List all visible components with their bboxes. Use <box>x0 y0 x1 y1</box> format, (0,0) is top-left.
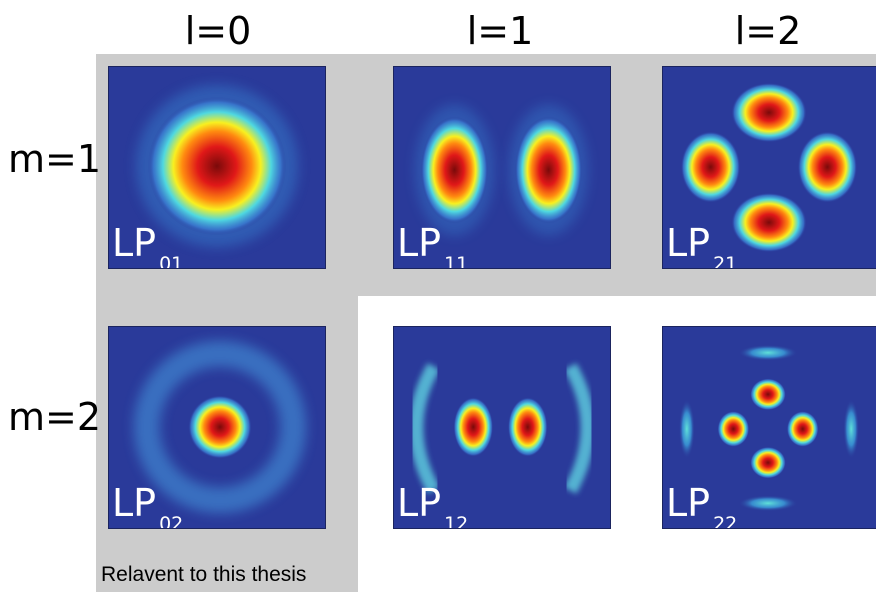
lp01-field-pattern <box>135 84 299 248</box>
row-label-m2: m=2 <box>8 395 102 439</box>
caption-relevant-to-thesis: Relavent to this thesis <box>101 563 307 586</box>
column-label-l0: l=0 <box>184 9 252 53</box>
lp02-field-pattern <box>133 340 307 514</box>
lp11-field-pattern <box>414 104 589 236</box>
column-label-l1: l=1 <box>466 9 534 53</box>
column-label-l2: l=2 <box>734 9 802 53</box>
lp12-field-pattern <box>409 363 595 494</box>
lp22-field-pattern <box>678 344 860 512</box>
row-label-m1: m=1 <box>8 137 102 181</box>
lp21-field-pattern <box>680 82 858 253</box>
